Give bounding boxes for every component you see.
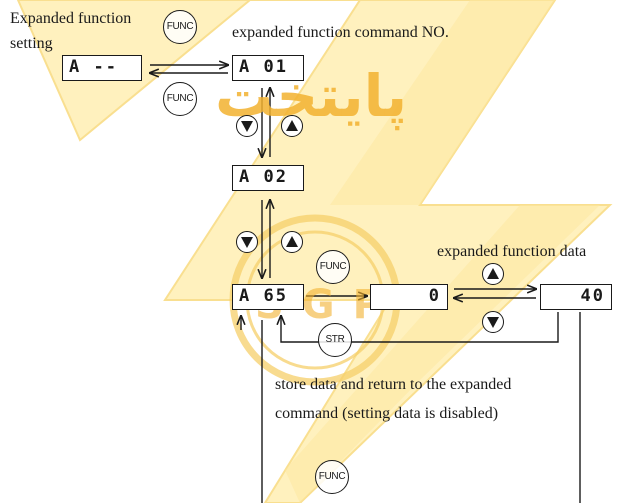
display-data-set: 40 — [540, 284, 612, 310]
display-command-a01: A 01 — [232, 55, 304, 81]
down-arrow-key-icon[interactable] — [482, 311, 504, 333]
display-command-a65: A 65 — [232, 284, 304, 310]
up-arrow-key-icon[interactable] — [482, 263, 504, 285]
display-function-group: A -- — [62, 55, 142, 81]
display-data-initial: 0 — [370, 284, 448, 310]
watermark-bolt-accent — [285, 0, 600, 503]
func-key-icon[interactable]: FUNC — [163, 82, 197, 116]
display-command-a02: A 02 — [232, 165, 304, 191]
label-expanded-command-no: expanded function command NO. — [232, 24, 449, 41]
flow-return-path — [281, 312, 559, 343]
func-key-icon[interactable]: FUNC — [316, 250, 350, 284]
down-arrow-key-icon[interactable] — [236, 231, 258, 253]
store-key-icon[interactable]: STR — [318, 323, 352, 357]
label-expanded-function-data: expanded function data — [437, 243, 587, 260]
func-key-icon[interactable]: FUNC — [163, 10, 197, 44]
up-arrow-key-icon[interactable] — [281, 231, 303, 253]
label-store-note-1: store data and return to the expanded — [275, 376, 512, 393]
func-key-icon[interactable]: FUNC — [315, 460, 349, 494]
label-expanded-function-setting-1: Expanded function — [10, 10, 132, 27]
down-arrow-key-icon[interactable] — [236, 115, 258, 137]
label-expanded-function-setting-2: setting — [10, 35, 53, 52]
up-arrow-key-icon[interactable] — [281, 115, 303, 137]
label-store-note-2: command (setting data is disabled) — [275, 405, 499, 422]
